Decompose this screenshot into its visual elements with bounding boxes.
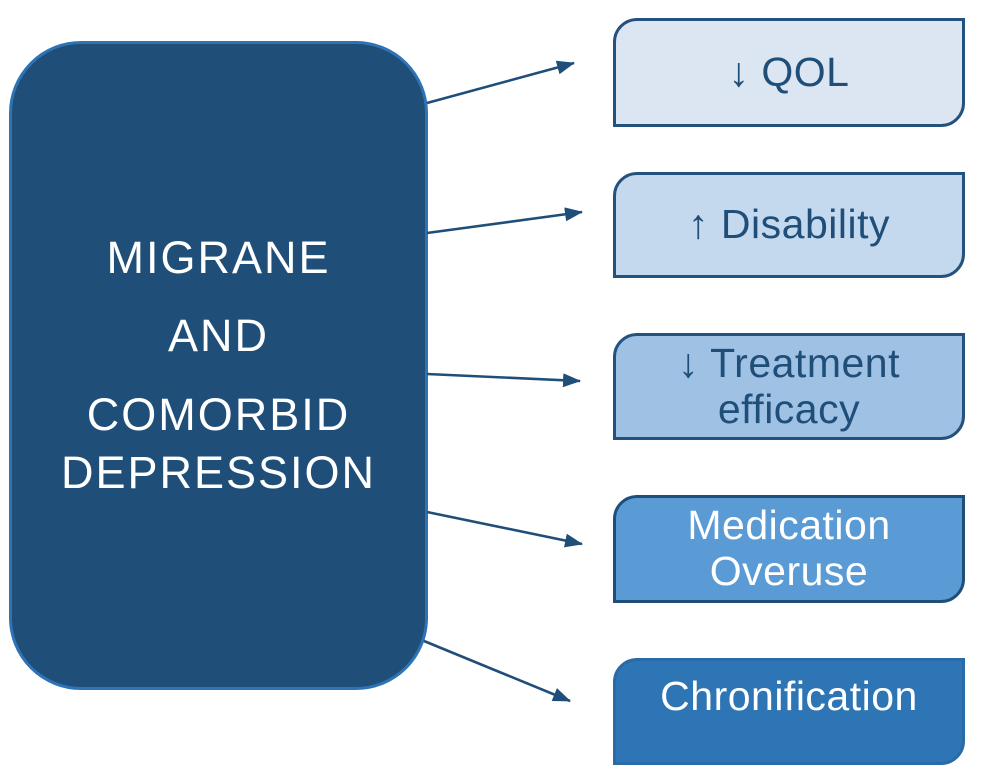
outcome-box-treatment-efficacy: ↓ Treatment efficacy [613, 333, 965, 440]
outcome-label-medication-overuse: Medication Overuse [687, 502, 891, 594]
arrow-main-to-chronification [423, 639, 571, 703]
outcome-label-qol: ↓ QOL [728, 48, 850, 95]
arrow-main-to-disability [426, 207, 583, 235]
outcome-box-qol: ↓ QOL [613, 18, 965, 127]
arrow-main-to-treatment-efficacy [426, 372, 581, 388]
main-box-title-line-1: MIGRANE [106, 231, 331, 283]
outcome-box-chronification: Chronification [613, 658, 965, 765]
outcome-label-chronification: Chronification [660, 673, 918, 719]
main-box-title-line-3: COMORBID DEPRESSION [60, 388, 377, 499]
arrow-main-to-medication-overuse [426, 510, 583, 548]
outcome-label-treatment-efficacy: ↓ Treatment efficacy [678, 339, 900, 432]
main-box-title-line-2: AND [167, 310, 269, 361]
main-box-migraine-and-comorbid-depression: MIGRANE AND COMORBID DEPRESSION [9, 41, 428, 690]
outcome-box-medication-overuse: Medication Overuse [613, 495, 965, 603]
outcome-box-disability: ↑ Disability [613, 172, 965, 278]
outcome-label-disability: ↑ Disability [688, 201, 890, 248]
arrow-main-to-qol [426, 60, 575, 105]
